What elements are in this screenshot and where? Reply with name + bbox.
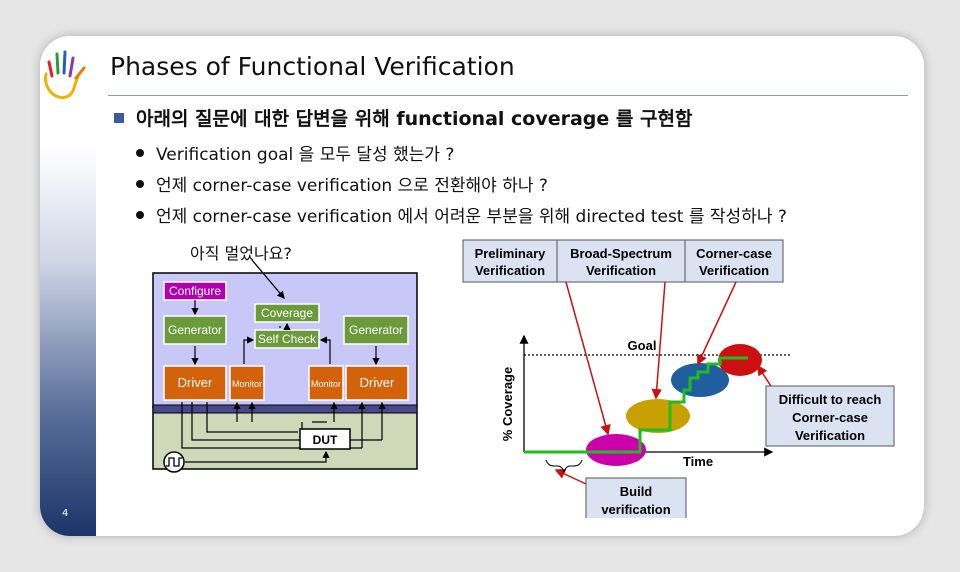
configure-label: Configure xyxy=(169,284,221,298)
slide: 4 Phases of Functional Verification 아래의 … xyxy=(40,36,924,536)
testbench-diagram: Configure Generator Coverage Self Check … xyxy=(152,272,418,473)
corner-line2: Verification xyxy=(699,263,769,278)
build-line1: Build xyxy=(620,484,653,499)
coverage-curve xyxy=(524,356,748,454)
preliminary-line1: Preliminary xyxy=(475,246,547,261)
page-number: 4 xyxy=(62,508,69,519)
driver-right-label: Driver xyxy=(360,375,395,390)
slide-title: Phases of Functional Verification xyxy=(110,52,515,81)
dut-box xyxy=(299,428,351,450)
coverage-box xyxy=(254,303,320,323)
interface-bus xyxy=(152,404,418,414)
preliminary-line2: Verification xyxy=(475,263,545,278)
preliminary-phase-ellipse xyxy=(586,434,646,466)
coverage-label: Coverage xyxy=(261,306,313,320)
broad-line1: Broad-Spectrum xyxy=(570,246,672,261)
sub-bullet: 언제 corner-case verification 에서 어려운 부분을 위… xyxy=(136,202,787,227)
difficult-line2: Corner-case xyxy=(792,410,868,425)
sub-bullet-text: Verification goal 을 모두 달성 했는가 ? xyxy=(156,145,455,165)
clock-icon xyxy=(163,451,185,473)
dut-label: DUT xyxy=(313,433,338,447)
title-divider xyxy=(108,95,908,96)
connection-lines xyxy=(181,322,386,463)
difficult-phase-ellipse xyxy=(718,344,762,376)
sub-bullet: 언제 corner-case verification 으로 전환해야 하나 ? xyxy=(136,171,548,196)
dut-area xyxy=(152,406,418,470)
build-line2: verification xyxy=(601,502,670,517)
monitor-left-label: Monitor xyxy=(232,379,262,389)
preliminary-box xyxy=(462,239,558,283)
driver-left-label: Driver xyxy=(178,375,213,390)
monitor-left-box xyxy=(229,365,265,401)
annotation-arrow xyxy=(251,259,285,299)
hand-logo-icon xyxy=(44,50,86,100)
generator-right-box xyxy=(343,315,409,345)
broad-phase-ellipse xyxy=(626,399,690,433)
sub-bullet: Verification goal 을 모두 달성 했는가 ? xyxy=(136,140,454,165)
main-bullet-text: 아래의 질문에 대한 답변을 위해 functional coverage 를 … xyxy=(136,108,693,130)
dot-bullet-icon xyxy=(136,149,144,157)
generator-left-box xyxy=(163,315,227,345)
dot-bullet-icon xyxy=(136,211,144,219)
sub-bullet-text: 언제 corner-case verification 에서 어려운 부분을 위… xyxy=(156,207,787,227)
corner-case-box xyxy=(684,239,784,283)
build-box xyxy=(585,477,687,518)
monitor-right-box xyxy=(308,365,344,401)
driver-right-box xyxy=(345,365,409,401)
build-brace xyxy=(545,459,583,474)
phases-diagram: Preliminary Verification Broad-Spectrum … xyxy=(462,239,895,518)
broad-line2: Verification xyxy=(586,263,656,278)
broad-spectrum-box xyxy=(556,239,686,283)
goal-label: Goal xyxy=(628,338,657,353)
driver-left-box xyxy=(163,365,227,401)
generator-left-label: Generator xyxy=(168,323,222,337)
difficult-line1: Difficult to reach xyxy=(779,392,882,407)
sub-bullet-text: 언제 corner-case verification 으로 전환해야 하나 ? xyxy=(156,176,548,196)
self-check-label: Self Check xyxy=(258,332,317,346)
difficult-box xyxy=(765,385,895,447)
x-axis-label: Time xyxy=(683,454,713,469)
difficult-line3: Verification xyxy=(795,428,865,443)
main-bullet: 아래의 질문에 대한 답변을 위해 functional coverage 를 … xyxy=(114,104,692,131)
corner-phase-ellipse xyxy=(671,363,729,397)
corner-line1: Corner-case xyxy=(696,246,772,261)
annotation-text: 아직 멀었나요? xyxy=(190,244,292,263)
y-axis-label: % Coverage xyxy=(500,367,515,441)
square-bullet-icon xyxy=(114,113,124,123)
generator-right-label: Generator xyxy=(349,323,403,337)
left-gradient-bar: 4 xyxy=(40,36,96,536)
monitor-right-label: Monitor xyxy=(311,379,341,389)
dot-bullet-icon xyxy=(136,180,144,188)
